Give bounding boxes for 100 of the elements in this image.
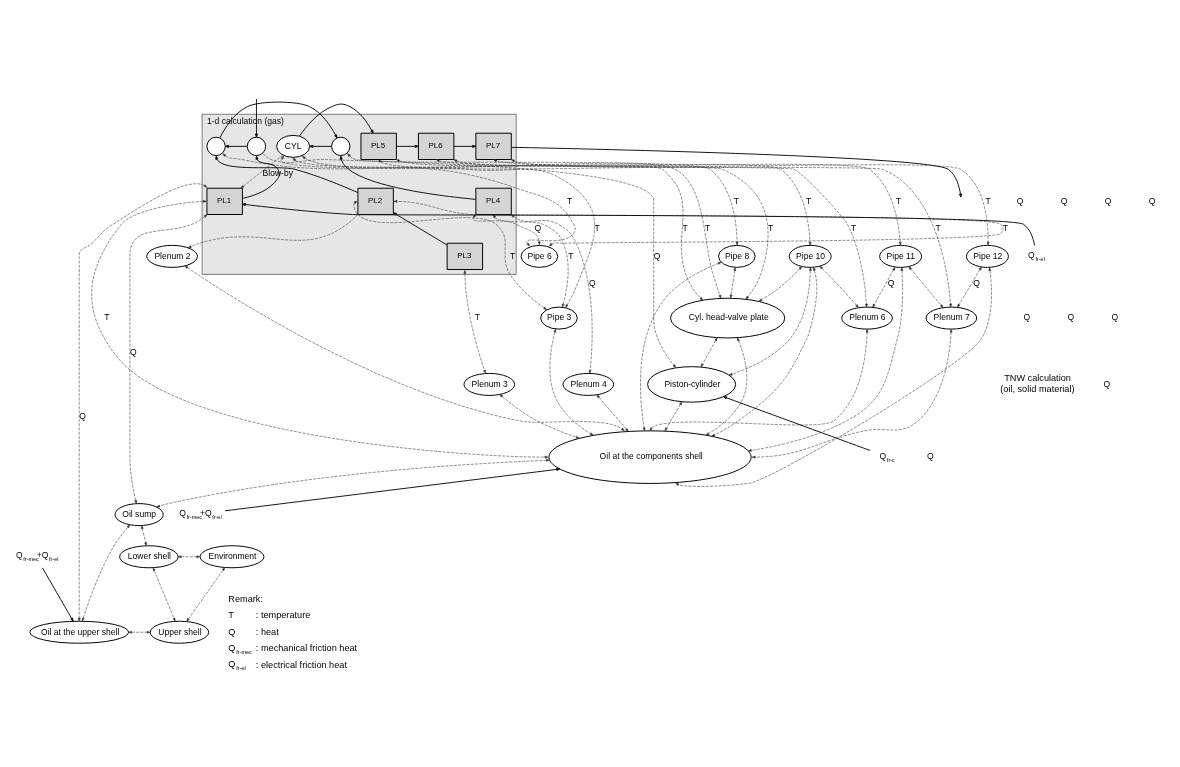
arrow [819, 265, 859, 308]
arrow [353, 201, 547, 311]
label: Remark: [228, 593, 263, 604]
label: Q [1060, 195, 1068, 206]
arrow [298, 103, 374, 137]
arrow [219, 101, 338, 139]
edge-label: T [568, 250, 574, 261]
node-ellipse: Plenum 4 [562, 372, 615, 396]
arrow [177, 555, 201, 559]
node-ellipse: Pipe 12 [965, 244, 1009, 268]
edge-label: T [594, 223, 600, 234]
label: Q$_{fr-mec}$ [228, 642, 252, 655]
edge-label: T [935, 223, 941, 234]
arrow [395, 144, 419, 148]
node-text: Q$_{fr-el}$ [1028, 250, 1045, 263]
label: : temperature [255, 610, 311, 621]
arrow [280, 155, 677, 368]
arrow [748, 267, 904, 452]
arrow [309, 144, 333, 148]
arrow [872, 266, 896, 308]
edge-label: T [705, 223, 711, 234]
arrow [700, 337, 718, 368]
arrow [751, 328, 953, 459]
node-ellipse: Upper shell [149, 620, 210, 644]
label: Q [1016, 195, 1024, 206]
arrow [128, 630, 151, 634]
arrow [649, 328, 869, 432]
arrow [549, 328, 594, 436]
label: : electrical friction heat [255, 659, 347, 670]
arrow [215, 155, 359, 194]
arrow [435, 159, 868, 308]
arrow [728, 267, 812, 376]
arrow [186, 567, 226, 622]
label: Q [228, 626, 236, 637]
arrow [222, 153, 576, 247]
arrow [81, 524, 131, 622]
arrow [396, 159, 812, 246]
edge-label: T [851, 223, 857, 234]
label: Q [1023, 312, 1031, 323]
arrow [254, 98, 258, 138]
edge-label: T [510, 250, 516, 261]
arrow [705, 337, 748, 436]
arrow [77, 183, 208, 622]
edge-label: T [682, 223, 688, 234]
label: T [228, 610, 234, 621]
edge-label: Q [534, 223, 542, 234]
arrow [908, 266, 944, 308]
edge-label: Blow-by [262, 168, 293, 179]
label: Q [1148, 195, 1156, 206]
arrow [499, 394, 580, 439]
label: Q [1111, 312, 1119, 323]
edge-label: T [768, 223, 774, 234]
arrow [378, 159, 769, 300]
edge-label: T [895, 195, 901, 206]
node-ellipse: Lower shell [119, 545, 179, 569]
edge-label: T [566, 195, 573, 206]
arrow [957, 266, 982, 308]
arrow [224, 467, 561, 512]
arrow [347, 153, 739, 246]
label: Q [1067, 312, 1075, 323]
label: : mechanical friction heat [255, 643, 358, 654]
node-text: Q$_{fr-c}$ [879, 450, 895, 463]
edge-label: T [733, 195, 740, 206]
arrow [91, 200, 549, 459]
arrow [758, 266, 803, 302]
label: Q [926, 451, 934, 462]
edge-label: T [104, 312, 110, 323]
edge-label: Q [887, 278, 895, 289]
edge-label: Q [129, 346, 137, 357]
edge-label: Q [653, 250, 661, 261]
arrow [729, 267, 737, 299]
label: TNW calculation (oil, solid material) [1000, 373, 1075, 394]
edge-label: Q [973, 278, 981, 289]
edge-label: T [1002, 223, 1008, 234]
arrow [675, 267, 992, 487]
arrow [156, 458, 550, 508]
arrow [262, 153, 596, 308]
arrow [640, 261, 722, 432]
arrow [240, 154, 283, 189]
node-circle [246, 136, 267, 156]
arrow [664, 401, 683, 432]
arrow [140, 525, 147, 546]
label: Q$_{fr-el}$ [228, 659, 246, 672]
arrow [723, 396, 871, 451]
node-text: Q$_{fr-mec}$+Q$_{fr-el}$ [15, 550, 59, 563]
arrow [493, 159, 952, 308]
arrow [463, 270, 486, 374]
edge-label: T [805, 195, 812, 206]
arrow [184, 265, 625, 432]
arrow [596, 394, 629, 432]
arrow [224, 144, 248, 148]
label: : heat [255, 626, 279, 637]
arrow [339, 155, 477, 200]
arrow [152, 567, 176, 622]
arrow [393, 212, 448, 246]
label: Q [1104, 195, 1112, 206]
arrow [187, 214, 359, 248]
arrow [453, 144, 477, 148]
arrow [242, 155, 280, 199]
edge-label: Q [588, 278, 596, 289]
